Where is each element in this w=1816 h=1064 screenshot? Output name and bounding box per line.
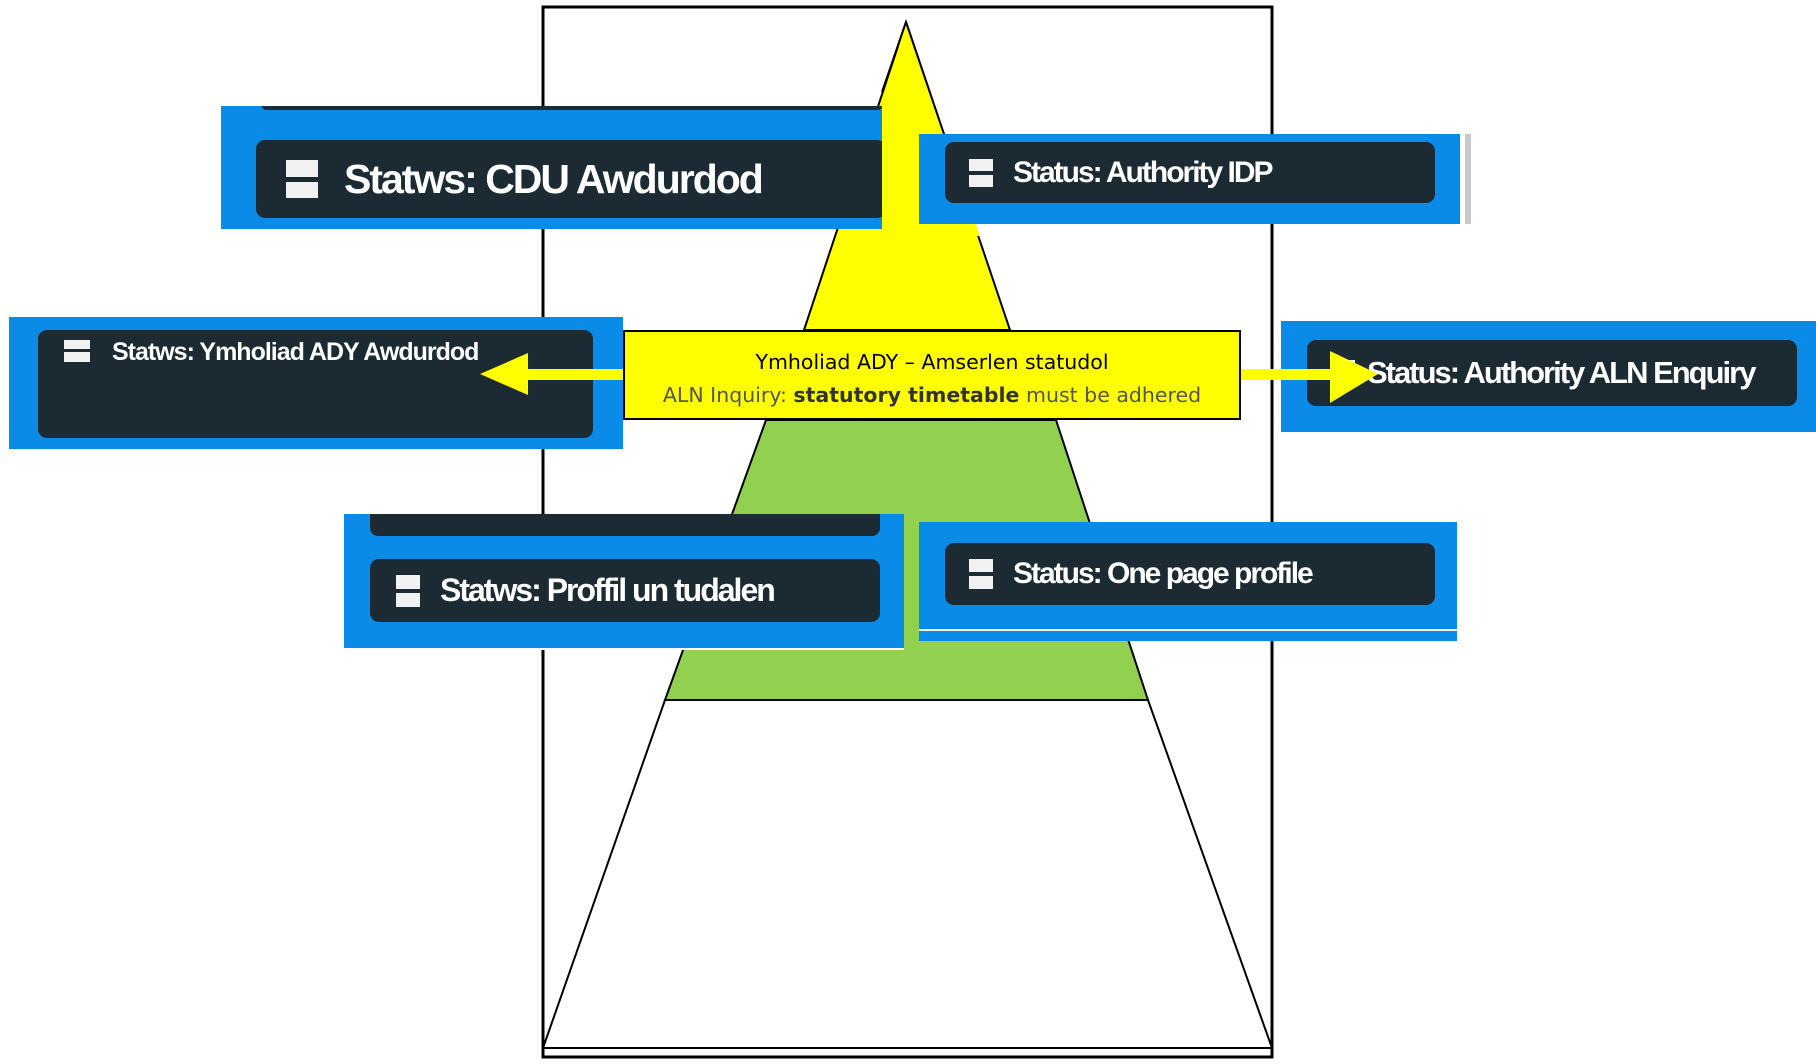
callout-subtitle: ALN Inquiry: statutory timetable must be…: [625, 379, 1239, 412]
document-icon: [286, 160, 318, 198]
status-pill-welsh-profile[interactable]: Statws: Proffil un tudalen: [370, 559, 880, 622]
partial-strip: [262, 106, 882, 110]
callout-emphasis: statutory timetable: [793, 383, 1020, 407]
status-label: Statws: Ymholiad ADY Awdurdod: [112, 338, 479, 366]
status-label: Status: Authority ALN Enquiry: [1367, 355, 1756, 390]
arrow-right: [1241, 351, 1378, 403]
arrow-left: [480, 353, 623, 395]
status-label: Status: One page profile: [1013, 557, 1314, 590]
callout-title: Ymholiad ADY – Amserlen statudol: [755, 350, 1109, 374]
document-icon: [396, 574, 420, 607]
aln-inquiry-callout: Ymholiad ADY – Amserlen statudol ALN Inq…: [623, 330, 1241, 420]
document-icon: [969, 559, 993, 589]
document-icon: [969, 158, 993, 187]
document-icon: [64, 340, 90, 362]
panel-divider: [919, 629, 1457, 631]
callout-suffix: must be adhered: [1019, 383, 1202, 407]
partial-strip: [370, 514, 880, 536]
status-pill-english-idp[interactable]: Status: Authority IDP: [945, 142, 1435, 203]
status-label: Statws: CDU Awdurdod: [344, 155, 764, 202]
status-pill-welsh-enquiry[interactable]: Statws: Ymholiad ADY Awdurdod: [38, 330, 593, 438]
panel-edge: [1465, 134, 1471, 224]
status-pill-welsh-idp[interactable]: Statws: CDU Awdurdod: [256, 140, 886, 218]
status-label: Statws: Proffil un tudalen: [440, 572, 776, 608]
status-label: Status: Authority IDP: [1013, 155, 1274, 189]
panel-divider: [344, 648, 904, 650]
status-pill-english-profile[interactable]: Status: One page profile: [945, 543, 1435, 605]
callout-prefix: ALN Inquiry:: [662, 383, 794, 407]
